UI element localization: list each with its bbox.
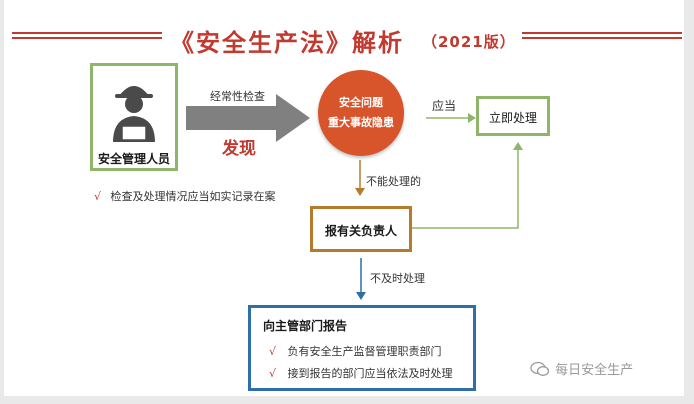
immediate-label: 立即处理 [488,111,537,125]
check-icon: √ [269,367,277,380]
report-title: 向主管部门报告 [263,319,348,333]
issue-line2: 重大事故隐患 [328,116,394,129]
frame-left [0,0,4,404]
responsible-label: 报有关负责人 [324,224,397,238]
check-icon: √ [94,190,102,203]
title-main: 《安全生产法》解析 [170,29,404,57]
immediate-box: 立即处理 [476,96,550,136]
wechat-icon [530,361,550,376]
watermark-text: 每日安全生产 [555,363,634,378]
big-grey-arrow [186,94,310,142]
title-rule-right [522,32,682,34]
worker-icon [113,86,155,142]
arrow-responsible-to-immediate [412,150,519,229]
title-rule-right-2 [522,37,682,39]
manager-box: 安全管理人员 [90,63,178,171]
title-year: （2021版） [422,33,516,51]
manager-label: 安全管理人员 [97,152,170,166]
frame-bottom [0,396,694,404]
report-item: √ 接到报告的部门应当依法及时处理 [269,365,453,381]
cannot-handle-label: 不能处理的 [366,175,421,188]
issue-line1: 安全问题 [339,96,383,109]
check-icon: √ [269,345,277,358]
title-rule-left [12,32,162,34]
report-item-text: 接到报告的部门应当依法及时处理 [287,367,453,380]
watermark: 每日安全生产 [530,358,633,378]
record-note-text: 检查及处理情况应当如实记录在案 [110,190,276,203]
report-item-text: 负有安全生产监督管理职责部门 [287,345,442,358]
responsible-box: 报有关负责人 [310,206,412,252]
frame-right [684,0,694,404]
title-rule-left-2 [12,37,162,39]
record-note: √ 检查及处理情况应当如实记录在案 [94,188,276,204]
page-title: 《安全生产法》解析 （2021版） [0,10,694,60]
issue-circle: 安全问题 重大事故隐患 [318,70,404,156]
arrow-top-label: 经常性检查 [210,90,265,103]
not-timely-label: 不及时处理 [370,272,425,285]
yingdang-label: 应当 [432,99,457,113]
report-item: √ 负有安全生产监督管理职责部门 [269,343,442,359]
report-box: 向主管部门报告 √ 负有安全生产监督管理职责部门 √ 接到报告的部门应当依法及时… [248,305,476,391]
arrow-bottom-label: 发现 [222,139,256,159]
